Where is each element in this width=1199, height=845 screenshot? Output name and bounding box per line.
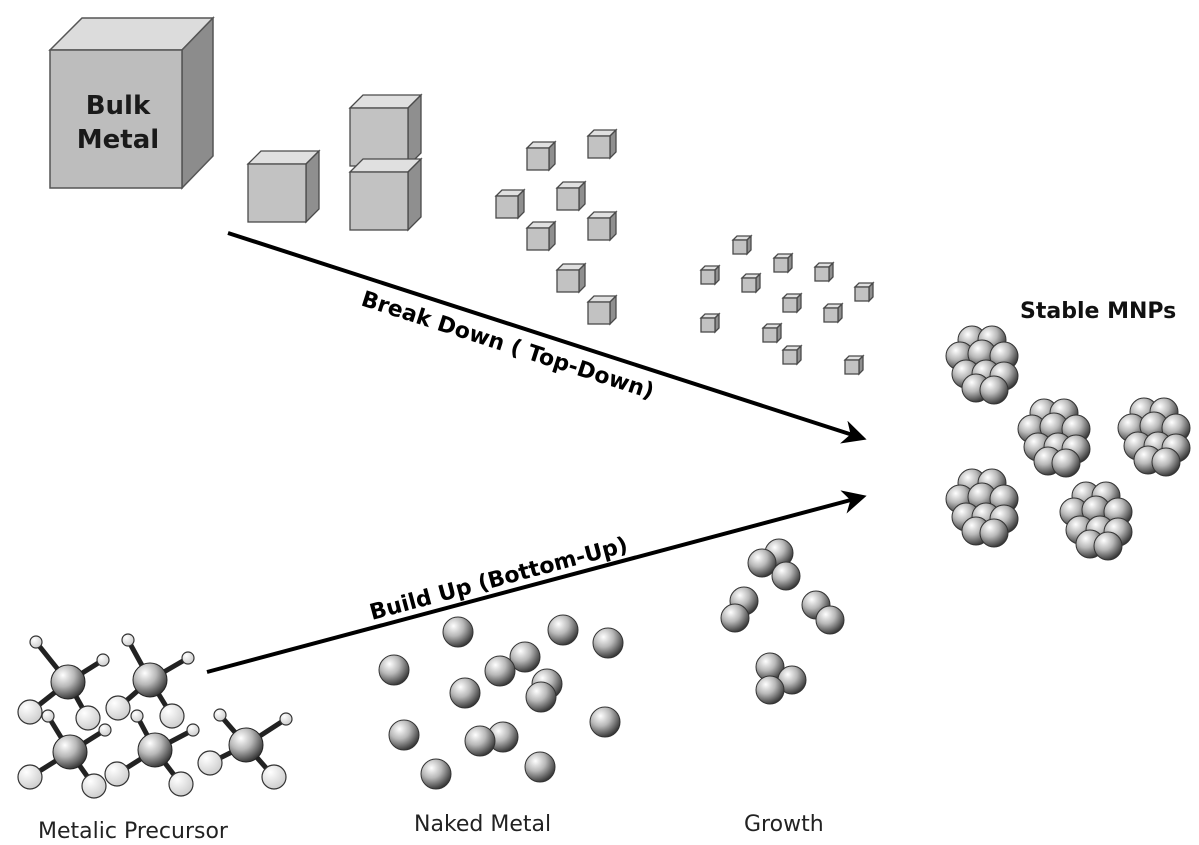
small-cube: [525, 140, 557, 172]
metal-atom: [524, 751, 556, 783]
metal-atom: [525, 681, 557, 713]
cluster-atom: [979, 518, 1009, 548]
metal-atom: [484, 655, 516, 687]
broken-down-cubes: [246, 93, 875, 376]
tiny-cube: [772, 252, 794, 274]
precursor-molecule: [105, 633, 195, 729]
growth-label: Growth: [744, 812, 824, 837]
stable-mnps-label: Stable MNPs: [1020, 299, 1176, 324]
metal-atom: [589, 706, 621, 738]
tiny-cube: [822, 302, 844, 324]
growth-cluster: [747, 538, 801, 591]
tiny-cube: [731, 234, 753, 256]
medium-cube: [348, 93, 423, 168]
metal-atom: [388, 719, 420, 751]
growth-clusters: [720, 538, 845, 705]
bulk-label-line2: Metal: [77, 125, 159, 155]
stable-mnp: [1017, 398, 1091, 478]
small-cube: [586, 128, 618, 160]
stable-mnp: [1059, 481, 1133, 561]
cluster-atom: [755, 675, 785, 705]
metal-atom: [442, 616, 474, 648]
bottom-up-label: Build Up (Bottom-Up): [367, 533, 630, 626]
metal-atom: [592, 627, 624, 659]
precursor-molecule: [197, 708, 293, 790]
growth-cluster: [720, 586, 759, 633]
medium-cube: [348, 157, 423, 232]
metal-atom: [509, 641, 541, 673]
precursor-molecule: [104, 709, 200, 797]
metallic-precursor-molecules: [17, 633, 293, 799]
precursor-molecule: [17, 635, 110, 731]
cluster-atom: [747, 548, 777, 578]
metal-atom: [547, 614, 579, 646]
metallic-precursor-label: Metalic Precursor: [38, 819, 228, 844]
tiny-cube: [699, 264, 721, 286]
growth-cluster: [801, 590, 845, 635]
metal-atom: [464, 725, 496, 757]
cluster-atom: [771, 561, 801, 591]
cluster-atom: [979, 375, 1009, 405]
metal-atom: [420, 758, 452, 790]
stable-mnp: [945, 325, 1019, 405]
small-cube: [586, 210, 618, 242]
cluster-atom: [1051, 448, 1081, 478]
bulk-label-line1: Bulk: [86, 91, 151, 121]
stable-mnp: [945, 468, 1019, 548]
cluster-atom: [815, 605, 845, 635]
naked-metal-atoms: [378, 614, 624, 790]
cluster-atom: [720, 603, 750, 633]
tiny-cube: [781, 344, 803, 366]
tiny-cube: [699, 312, 721, 334]
tiny-cube: [813, 261, 835, 283]
top-down-arrow: [227, 231, 867, 444]
small-cube: [555, 180, 587, 212]
naked-metal-label: Naked Metal: [414, 812, 552, 837]
small-cube: [525, 220, 557, 252]
metal-atom: [378, 654, 410, 686]
small-cube: [494, 188, 526, 220]
metal-atom: [449, 677, 481, 709]
cluster-atom: [1093, 531, 1123, 561]
stable-mnp: [1117, 397, 1191, 477]
precursor-molecule: [17, 709, 112, 799]
tiny-cube: [853, 281, 875, 303]
bottom-up-arrow: [206, 490, 867, 674]
growth-cluster: [755, 652, 807, 705]
small-cube: [586, 294, 618, 326]
bulk-metal-cube: Bulk Metal: [48, 16, 215, 190]
medium-cube: [246, 149, 321, 224]
tiny-cube: [781, 292, 803, 314]
tiny-cube: [740, 272, 762, 294]
small-cube: [555, 262, 587, 294]
cluster-atom: [1151, 447, 1181, 477]
stable-mnp-clusters: [945, 325, 1191, 561]
tiny-cube: [843, 354, 865, 376]
tiny-cube: [761, 322, 783, 344]
